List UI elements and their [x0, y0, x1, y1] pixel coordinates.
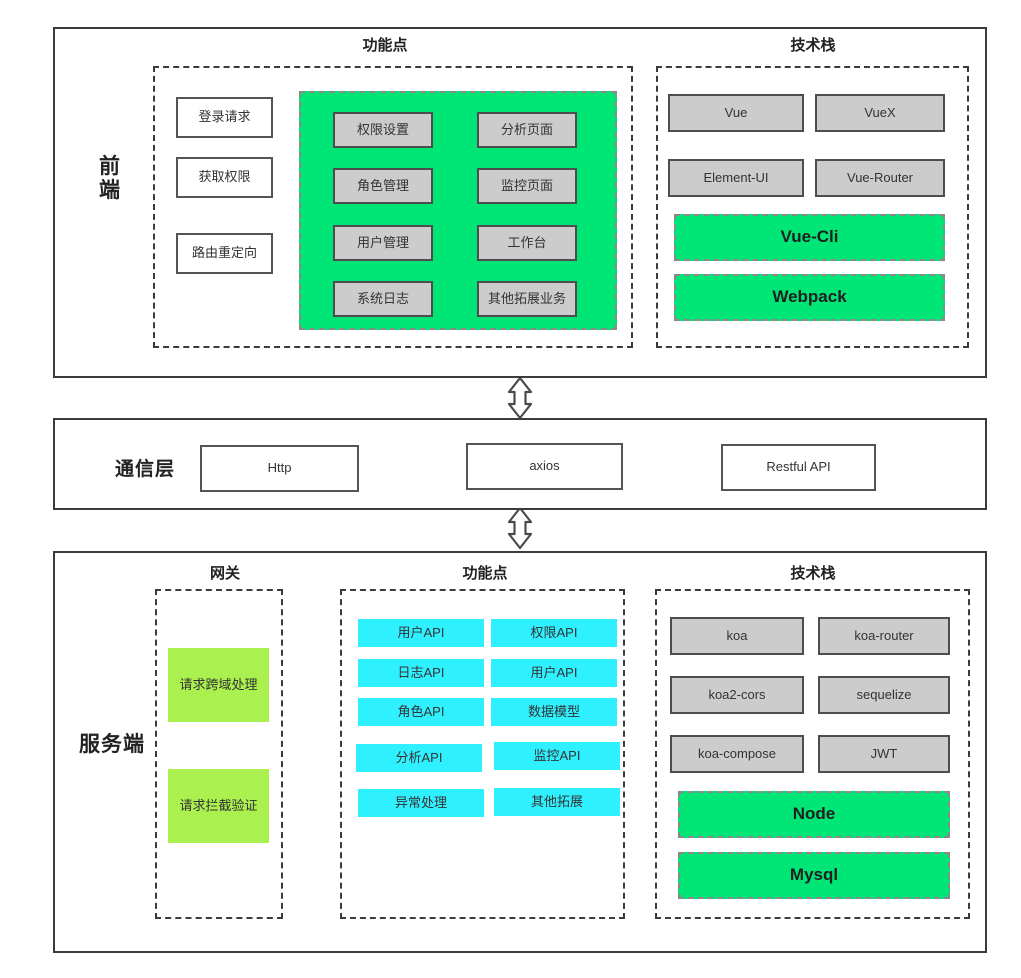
server-feature-monitor-api[interactable]: 监控API: [494, 742, 620, 770]
frontend-feature-workbench[interactable]: 工作台: [477, 225, 577, 261]
frontend-flow-step-3-label: 路由重定向: [191, 245, 257, 261]
server-feature-log-api[interactable]: 日志API: [358, 659, 484, 687]
server-feature-right-5-label: 其他拓展: [530, 793, 583, 809]
communication-layer-label: 通信层: [114, 459, 175, 480]
frontend-tech-group-title: 技术栈: [790, 37, 836, 54]
frontend-flow-step-1[interactable]: 登录请求: [176, 97, 273, 138]
server-feature-user-api-2[interactable]: 用户API: [491, 659, 617, 687]
server-feature-data-model[interactable]: 数据模型: [491, 698, 617, 726]
frontend-tech-group: [656, 66, 969, 348]
communication-item-http[interactable]: Http: [200, 445, 359, 492]
frontend-feature-group: [153, 66, 633, 348]
frontend-feature-user-mgmt[interactable]: 用户管理: [333, 225, 433, 261]
server-gateway-2-label: 请求拦截验证: [179, 797, 258, 813]
frontend-feature-perm-settings[interactable]: 权限设置: [333, 112, 433, 148]
server-tech-sequelize[interactable]: sequelize: [818, 676, 950, 714]
server-feature-role-api[interactable]: 角色API: [358, 698, 484, 726]
communication-item-3-label: Restful API: [766, 459, 831, 475]
frontend-tech-element-ui[interactable]: Element-UI: [668, 159, 804, 197]
frontend-flow-step-2-label: 获取权限: [198, 169, 251, 185]
frontend-feature-right-2-label: 监控页面: [500, 177, 553, 193]
frontend-feature-right-1-label: 分析页面: [500, 121, 553, 137]
frontend-tech-4-label: Vue-Router: [847, 169, 913, 185]
server-tech-group: [655, 589, 970, 919]
frontend-feature-role-mgmt[interactable]: 角色管理: [333, 168, 433, 204]
frontend-layer-label: 前 端: [99, 155, 121, 202]
server-feature-group: [340, 589, 625, 919]
frontend-feature-left-2-label: 角色管理: [356, 177, 409, 193]
server-tech-4-label: sequelize: [856, 686, 912, 702]
frontend-feature-monitor-page[interactable]: 监控页面: [477, 168, 577, 204]
frontend-tech-2-label: VueX: [864, 104, 896, 120]
server-feature-other-ext[interactable]: 其他拓展: [494, 788, 620, 816]
server-tech-jwt[interactable]: JWT: [818, 735, 950, 773]
frontend-tech-highlight-1-label: Vue-Cli: [780, 227, 839, 247]
double-arrow-frontend-comm: [507, 376, 533, 420]
server-feature-left-5-label: 异常处理: [394, 794, 447, 810]
server-feature-exception[interactable]: 异常处理: [358, 789, 484, 817]
server-tech-koa-router[interactable]: koa-router: [818, 617, 950, 655]
frontend-feature-sys-log[interactable]: 系统日志: [333, 281, 433, 317]
frontend-tech-3-label: Element-UI: [703, 169, 769, 185]
frontend-feature-left-3-label: 用户管理: [356, 234, 409, 250]
frontend-flow-step-1-label: 登录请求: [198, 109, 251, 125]
server-tech-mysql[interactable]: Mysql: [678, 852, 950, 899]
frontend-flow-step-3[interactable]: 路由重定向: [176, 233, 273, 274]
server-gateway-cors[interactable]: 请求跨域处理: [168, 648, 269, 722]
frontend-feature-right-3-label: 工作台: [507, 234, 547, 250]
frontend-feature-analysis-page[interactable]: 分析页面: [477, 112, 577, 148]
double-arrow-comm-server: [507, 506, 533, 550]
server-feature-left-2-label: 日志API: [397, 664, 445, 680]
server-feature-analysis-api[interactable]: 分析API: [356, 744, 482, 772]
frontend-feature-left-4-label: 系统日志: [356, 290, 409, 306]
server-feature-right-1-label: 权限API: [530, 624, 578, 640]
server-tech-6-label: JWT: [870, 745, 898, 761]
server-feature-left-4-label: 分析API: [395, 749, 443, 765]
server-gateway-group: [155, 589, 283, 919]
frontend-tech-webpack[interactable]: Webpack: [674, 274, 945, 321]
server-gateway-intercept[interactable]: 请求拦截验证: [168, 769, 269, 843]
server-feature-right-4-label: 监控API: [533, 747, 581, 763]
server-tech-group-title: 技术栈: [790, 565, 836, 582]
server-tech-5-label: koa-compose: [697, 745, 777, 761]
frontend-tech-vue-router[interactable]: Vue-Router: [815, 159, 945, 197]
frontend-feature-left-1-label: 权限设置: [356, 121, 409, 137]
frontend-tech-highlight-2-label: Webpack: [772, 287, 847, 307]
server-feature-user-api[interactable]: 用户API: [358, 619, 484, 647]
frontend-tech-1-label: Vue: [724, 104, 748, 120]
server-gateway-group-title: 网关: [209, 565, 240, 582]
server-feature-group-title: 功能点: [462, 565, 508, 582]
server-tech-2-label: koa-router: [854, 627, 914, 643]
server-tech-1-label: koa: [726, 627, 748, 643]
server-tech-koa-compose[interactable]: koa-compose: [670, 735, 804, 773]
server-feature-right-2-label: 用户API: [530, 664, 578, 680]
server-tech-node[interactable]: Node: [678, 791, 950, 838]
communication-item-axios[interactable]: axios: [466, 443, 623, 490]
server-tech-3-label: koa2-cors: [708, 686, 766, 702]
communication-item-2-label: axios: [529, 458, 560, 474]
frontend-flow-step-2[interactable]: 获取权限: [176, 157, 273, 198]
frontend-feature-other-business[interactable]: 其他拓展业务: [477, 281, 577, 317]
frontend-feature-right-4-label: 其他拓展业务: [487, 290, 566, 306]
frontend-feature-group-title: 功能点: [362, 37, 408, 54]
frontend-tech-vuex[interactable]: VueX: [815, 94, 945, 132]
server-feature-left-3-label: 角色API: [397, 703, 445, 719]
frontend-tech-vue[interactable]: Vue: [668, 94, 804, 132]
server-tech-highlight-1-label: Node: [792, 804, 836, 824]
server-feature-left-1-label: 用户API: [397, 624, 445, 640]
server-layer-label: 服务端: [79, 733, 145, 756]
communication-item-restful-api[interactable]: Restful API: [721, 444, 876, 491]
server-gateway-1-label: 请求跨域处理: [179, 676, 258, 692]
server-feature-right-3-label: 数据模型: [527, 703, 580, 719]
server-tech-highlight-2-label: Mysql: [789, 865, 839, 885]
communication-item-1-label: Http: [267, 460, 292, 476]
server-feature-perm-api[interactable]: 权限API: [491, 619, 617, 647]
server-tech-koa2-cors[interactable]: koa2-cors: [670, 676, 804, 714]
frontend-tech-vue-cli[interactable]: Vue-Cli: [674, 214, 945, 261]
server-tech-koa[interactable]: koa: [670, 617, 804, 655]
